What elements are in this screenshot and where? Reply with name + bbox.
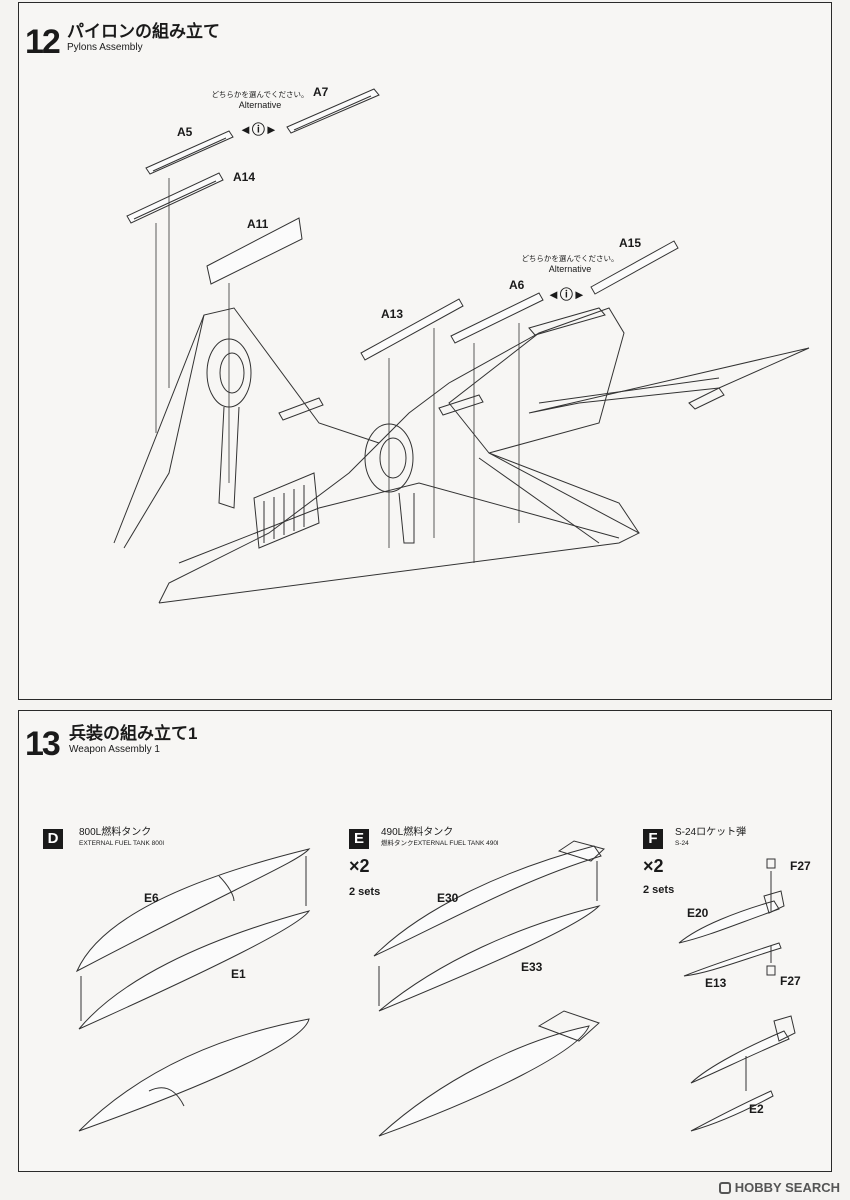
step-number: 12 xyxy=(25,23,61,61)
section-title-en-e: 燃料タンクEXTERNAL FUEL TANK 490l xyxy=(381,840,499,847)
hobby-search-watermark: HOBBY SEARCH xyxy=(718,1180,840,1195)
step-12-panel: 12 パイロンの組み立て Pylons Assembly どちらかを選んでくださ… xyxy=(18,2,832,700)
part-label-e30: E30 xyxy=(437,891,459,905)
part-label-a7: A7 xyxy=(313,85,329,99)
alternative-note-jp: どちらかを選んでください。 xyxy=(211,90,309,99)
section-title-jp-e: 490L燃料タンク xyxy=(381,827,454,838)
weapon-assembly-illustration xyxy=(75,840,796,1137)
part-label-a14: A14 xyxy=(233,170,256,184)
aircraft-pylons-illustration xyxy=(113,88,810,604)
step-title-en: Pylons Assembly xyxy=(67,42,143,53)
alternative-note-2: どちらかを選んでください。 Alternative xyxy=(505,254,635,274)
part-label-e6: E6 xyxy=(144,891,159,905)
step-13-panel: 13 兵装の組み立て1 Weapon Assembly 1 D 800L燃料タン… xyxy=(18,710,832,1172)
part-label-a5: A5 xyxy=(177,125,193,139)
section-title-jp-f: S-24ロケット弾 xyxy=(675,827,747,838)
step-number: 13 xyxy=(25,725,61,763)
part-label-a13: A13 xyxy=(381,307,404,321)
alternative-note-1: どちらかを選んでください。 Alternative xyxy=(195,90,325,110)
part-label-e20: E20 xyxy=(687,906,709,920)
part-label-e13: E13 xyxy=(705,976,727,990)
alternative-note-en: Alternative xyxy=(238,99,282,110)
part-label-e1: E1 xyxy=(231,967,246,981)
multiplier-e: ×2 xyxy=(349,856,370,876)
hobby-search-logo-icon xyxy=(718,1182,731,1194)
part-label-a6: A6 xyxy=(509,278,525,292)
section-title-en-d: EXTERNAL FUEL TANK 800l xyxy=(79,840,164,847)
part-label-a15: A15 xyxy=(619,236,642,250)
section-title-en-f: S-24 xyxy=(675,840,689,847)
step-title-en: Weapon Assembly 1 xyxy=(69,744,160,755)
part-label-a11: A11 xyxy=(247,217,269,231)
part-label-f27-top: F27 xyxy=(790,859,811,873)
step-title-jp: パイロンの組み立て xyxy=(67,22,220,41)
alternative-symbol-icon: ◄ⓘ► xyxy=(547,287,586,302)
part-label-e2: E2 xyxy=(749,1102,764,1116)
watermark-text: HOBBY SEARCH xyxy=(734,1180,840,1195)
part-label-e33: E33 xyxy=(521,960,543,974)
sets-count-e: 2 sets xyxy=(349,886,381,898)
multiplier-f: ×2 xyxy=(643,856,664,876)
part-label-f27-bottom: F27 xyxy=(780,974,801,988)
sets-count-f: 2 sets xyxy=(643,884,675,896)
step-title-jp: 兵装の組み立て1 xyxy=(69,724,198,743)
alternative-symbol-icon: ◄ⓘ► xyxy=(239,122,278,137)
section-badge-f: F xyxy=(643,829,663,849)
section-badge-d: D xyxy=(43,829,63,849)
section-title-jp-d: 800L燃料タンク xyxy=(79,827,152,838)
alternative-note-en: Alternative xyxy=(548,263,592,274)
section-badge-e: E xyxy=(349,829,369,849)
alternative-note-jp: どちらかを選んでください。 xyxy=(521,254,619,263)
